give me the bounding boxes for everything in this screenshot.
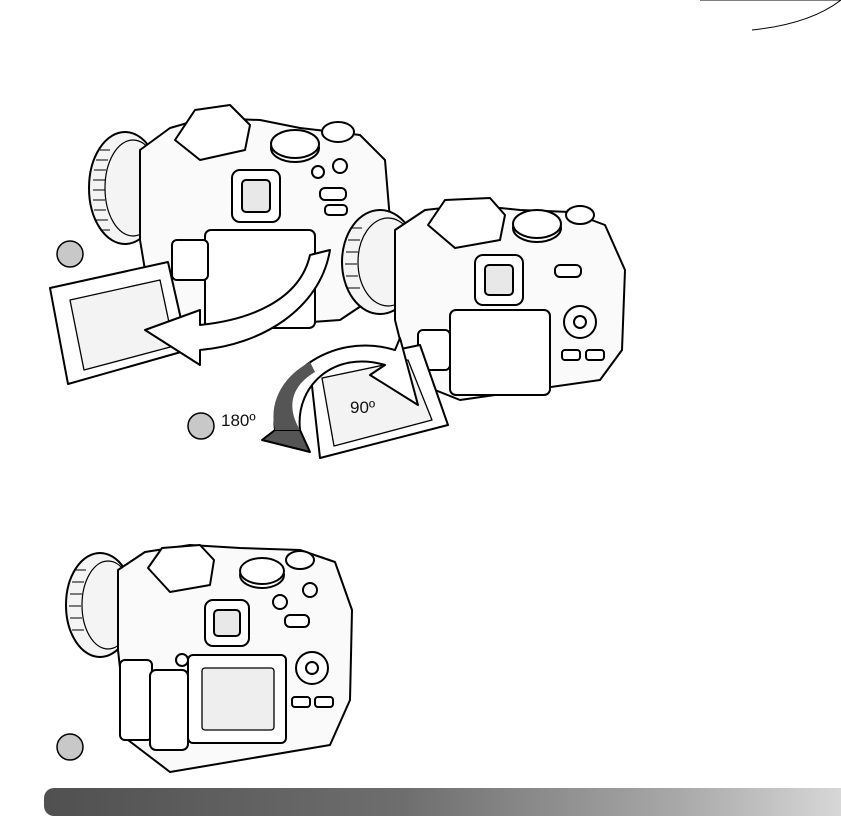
rotate-90-label: 90º [350,399,375,416]
step-marker-icon-1 [57,241,83,267]
camera-illustration-3 [66,545,352,772]
rotate-180-label: 180º [221,412,256,429]
step-marker-icon-2 [188,413,214,439]
camera-illustration-2 [310,198,625,458]
footer-gradient-bar [44,788,841,816]
step-marker-icon-3 [57,734,83,760]
